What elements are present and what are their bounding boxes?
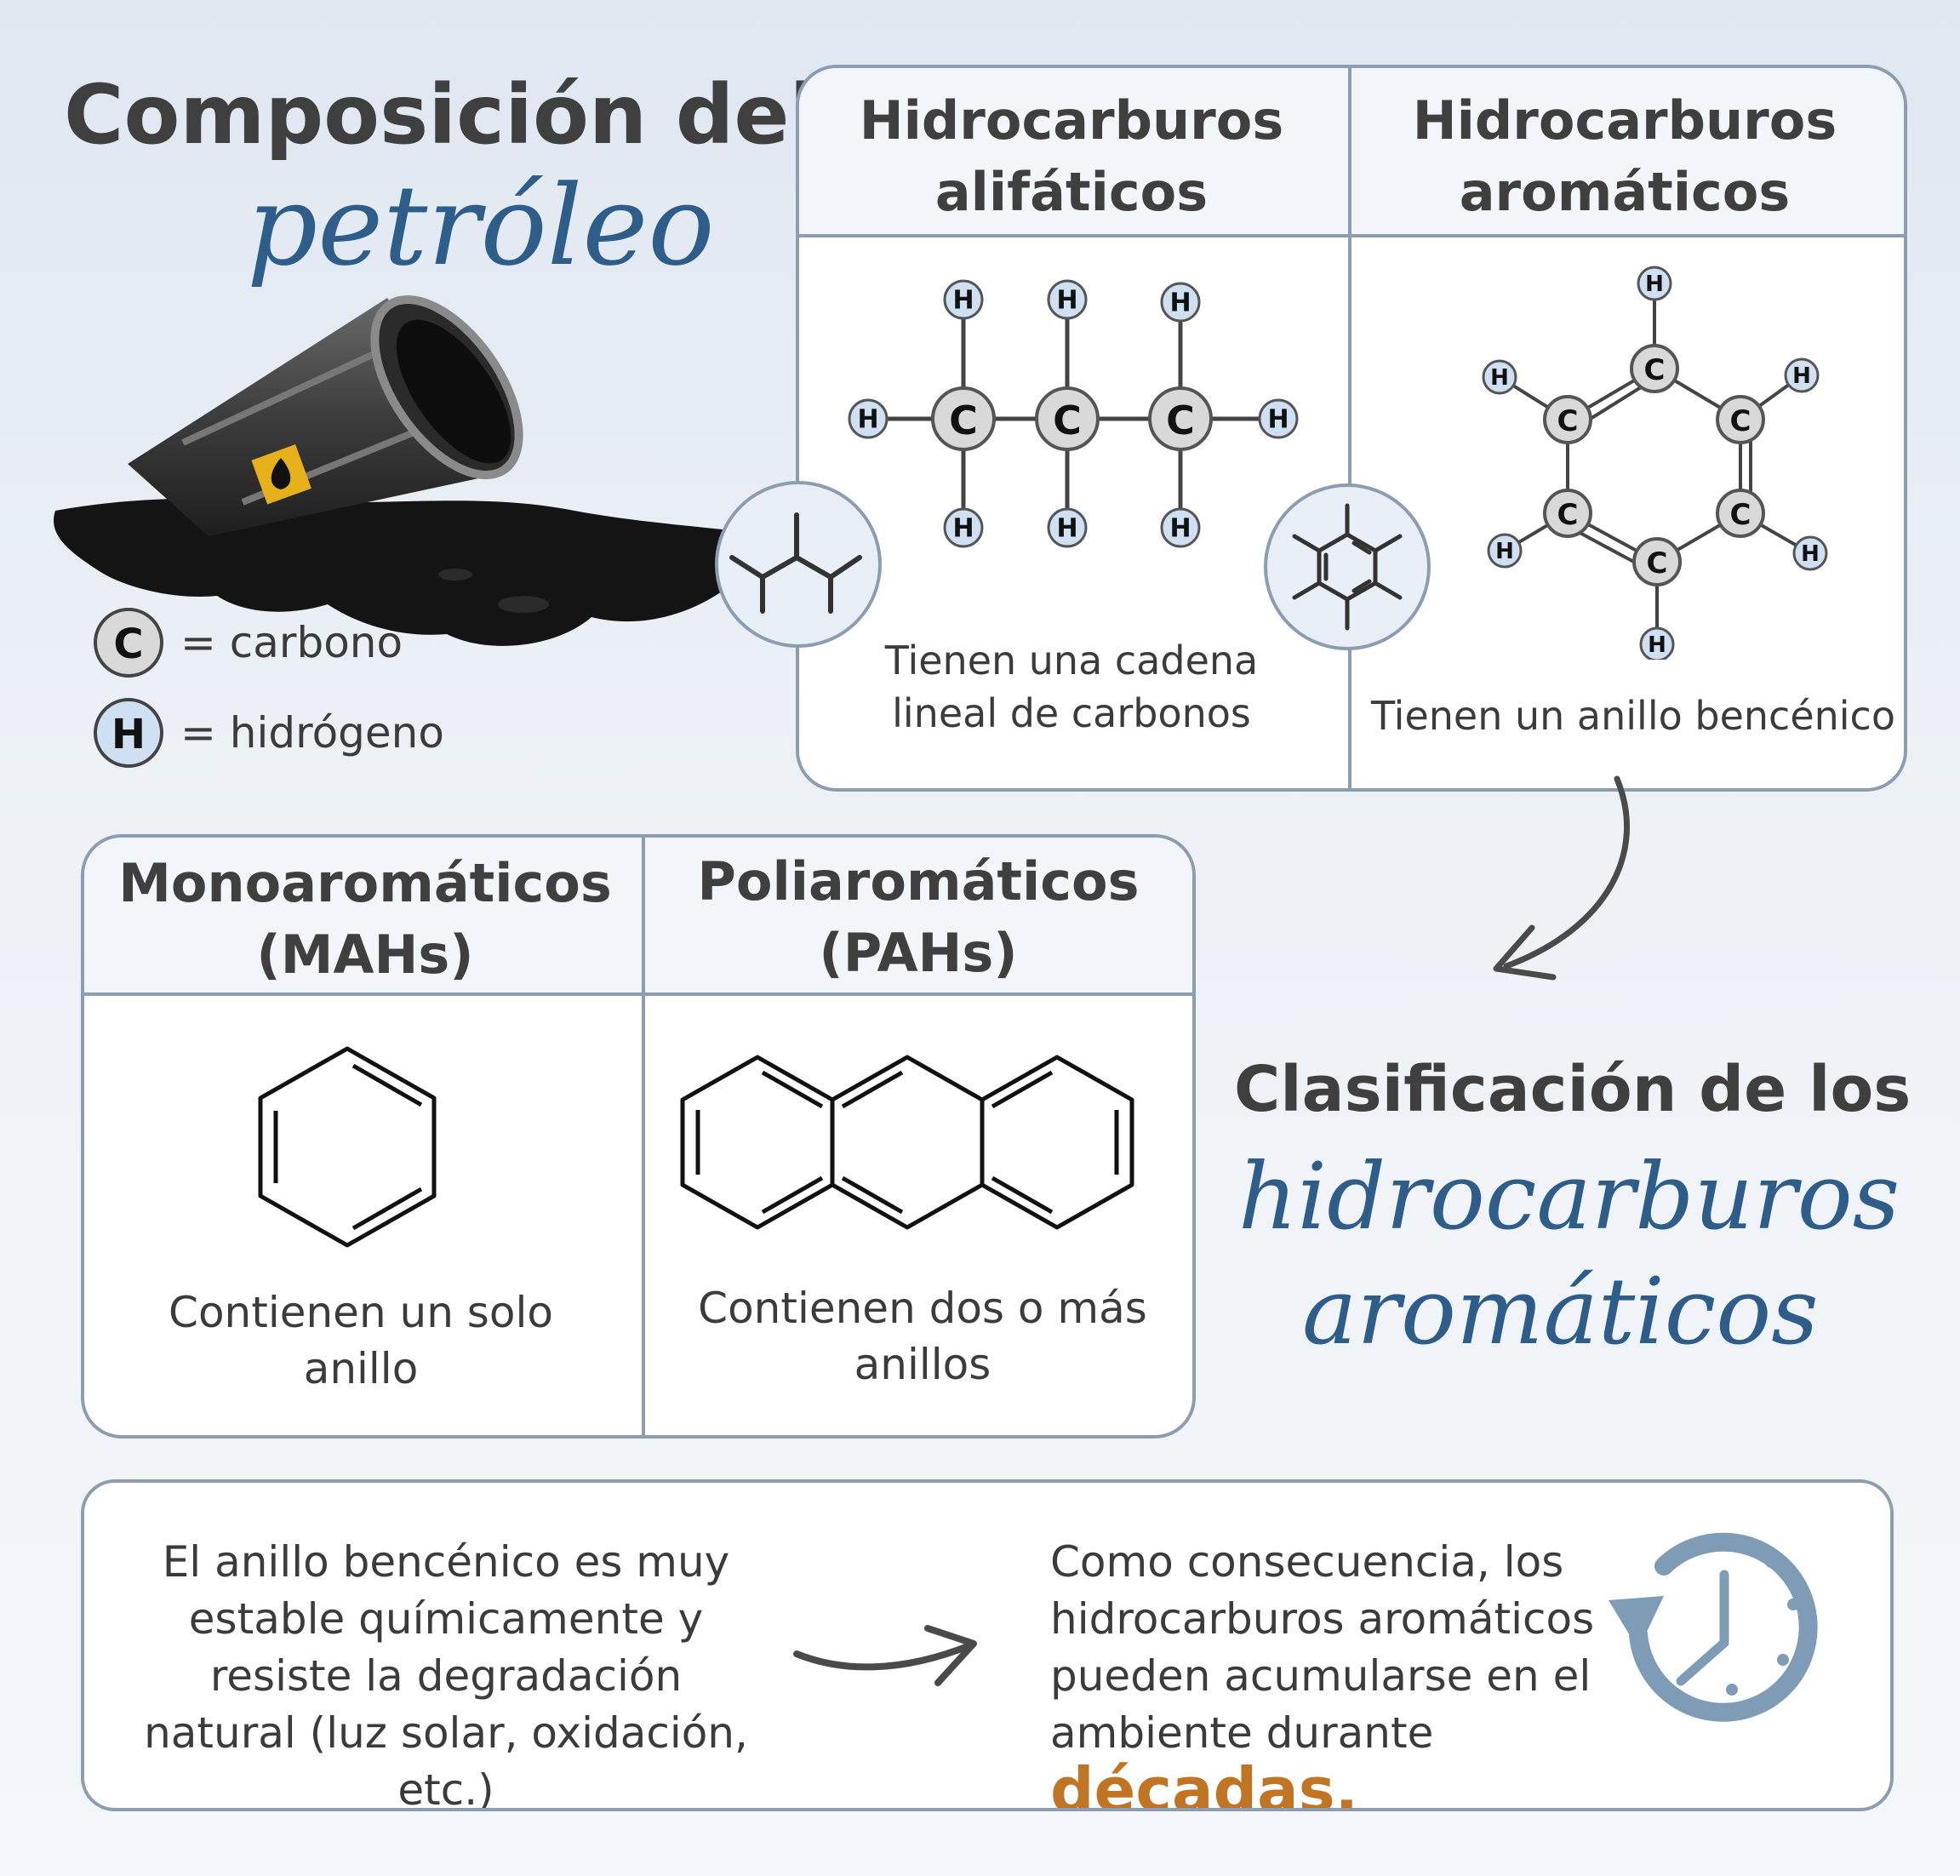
svg-text:H: H [1490, 365, 1509, 391]
benzene-icon [1264, 483, 1431, 650]
legend-hydrogen-label: = hidrógeno [180, 708, 444, 758]
svg-text:H: H [1267, 405, 1289, 435]
aliphatic-chain-diagram: C C C H H H H H H H H [848, 279, 1299, 548]
classification-highlight-line2: aromáticos [1302, 1259, 1819, 1365]
svg-text:C: C [1647, 546, 1668, 581]
svg-text:H: H [1056, 514, 1077, 544]
oil-barrel-icon [54, 295, 785, 646]
consequence-text-block: Como consecuencia, los hidrocarburos aro… [1050, 1534, 1603, 1811]
aromatic-description: Tienen un anillo bencénico [1371, 693, 1895, 739]
svg-text:C: C [1730, 404, 1751, 438]
consequence-text: Como consecuencia, los hidrocarburos aro… [1050, 1537, 1595, 1758]
svg-text:H: H [857, 405, 878, 435]
poly-header: Poliaromáticos (PAHs) [697, 850, 1140, 984]
svg-text:C: C [1053, 398, 1082, 443]
aliphatic-description: Tienen una cadena lineal de carbonos [884, 638, 1259, 736]
svg-text:H: H [1648, 632, 1666, 658]
carbon-atoms: C C C [931, 386, 1213, 451]
svg-text:H: H [1169, 289, 1191, 318]
poly-description: Contienen dos o más anillos [698, 1284, 1147, 1389]
benzene-atom-diagram: C C C C C C H H H H H H [1482, 266, 1828, 660]
stability-text: El anillo bencénico es muy estable quími… [144, 1537, 748, 1811]
svg-text:H: H [952, 514, 974, 544]
multi-ring-structure [680, 1055, 1134, 1230]
mono-header: Monoaromáticos (MAHs) [118, 852, 612, 986]
svg-text:H: H [1169, 514, 1191, 544]
legend-hydrogen-symbol: H [111, 711, 146, 758]
legend-carbon-label: = carbono [180, 618, 403, 667]
legend-hydrogen-icon: H [94, 698, 163, 768]
svg-text:H: H [1056, 286, 1077, 316]
legend-carbon-symbol: C [113, 621, 143, 668]
aliphatic-header: Hidrocarburos alifáticos [859, 89, 1284, 223]
legend-carbon-icon: C [94, 608, 163, 678]
svg-text:H: H [1792, 363, 1811, 389]
single-ring-structure [258, 1046, 437, 1248]
aromatic-header: Hidrocarburos aromáticos [1412, 89, 1837, 223]
arrow-icon [1493, 775, 1631, 981]
hydrogen-atoms: H H H H H H H H [848, 279, 1299, 548]
svg-text:C: C [1166, 398, 1195, 443]
persistence-panel: El anillo bencénico es muy estable quími… [81, 1479, 1894, 1811]
page-title-highlight: petróleo [247, 161, 715, 290]
svg-text:C: C [1644, 353, 1666, 387]
clock-icon [1609, 1532, 1818, 1722]
page-title: Composición del [64, 67, 818, 163]
svg-text:H: H [1495, 539, 1514, 564]
mono-description: Contienen un solo anillo [169, 1288, 553, 1393]
svg-text:C: C [1557, 404, 1579, 438]
aromatic-types-panel: Monoaromáticos (MAHs) Poliaromáticos (PA… [81, 834, 1196, 1438]
arrow-right-icon [793, 1625, 977, 1686]
skeletal-formula-icon [715, 481, 882, 648]
svg-text:H: H [952, 286, 974, 316]
svg-text:C: C [1730, 498, 1751, 532]
classification-highlight-line1: hidrocarburos [1238, 1144, 1900, 1250]
classification-title: Clasificación de los [1234, 1053, 1911, 1126]
svg-text:C: C [949, 398, 978, 443]
svg-text:H: H [1801, 541, 1820, 567]
decades-highlight: décadas. [1050, 1754, 1358, 1811]
svg-text:H: H [1645, 272, 1664, 297]
svg-text:C: C [1557, 498, 1579, 532]
